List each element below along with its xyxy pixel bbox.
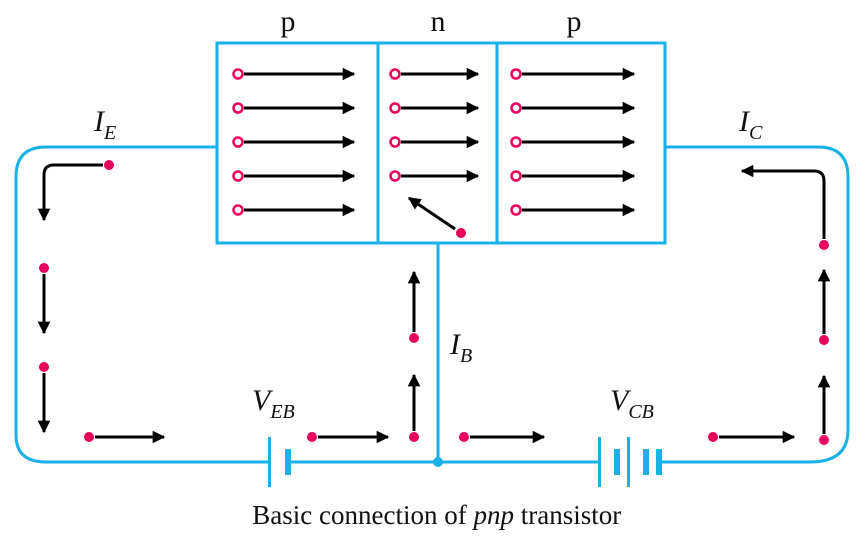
electron-dot: [708, 432, 718, 442]
base-current-symbol: I: [449, 328, 462, 361]
caption-prefix: Basic connection of: [252, 500, 473, 530]
holes-collector-region: [510, 67, 636, 217]
electron-dot: [39, 263, 49, 273]
electron-dot: [819, 435, 829, 445]
hole-open: [510, 170, 522, 182]
hole-flow-arrow: [510, 101, 636, 115]
electron-flow-arrow: [817, 268, 831, 345]
collector-current-symbol: I: [738, 105, 751, 138]
hole-flow-arrow: [232, 101, 356, 115]
hole-flow-arrow: [232, 67, 356, 81]
hole-flow-arrow: [510, 67, 636, 81]
figure-caption: Basic connection of pnp transistor: [219, 500, 642, 530]
hole-open: [510, 102, 522, 114]
electron-dot: [409, 432, 419, 442]
electron-flow-arrow: [37, 160, 114, 222]
hole-flow-arrow: [510, 169, 636, 183]
hole-open: [232, 170, 244, 182]
base-junction-dot: [433, 457, 443, 467]
electron-dot: [84, 432, 94, 442]
hole-open: [232, 204, 244, 216]
caption-suffix: transistor: [514, 500, 621, 530]
veb-label: VEB: [252, 384, 295, 423]
collector-loop-wire: [662, 145, 850, 464]
flow-arrow: [740, 164, 826, 239]
emitter-current-symbol: I: [93, 105, 106, 138]
hole-open: [232, 68, 244, 80]
vcb-label: VCB: [610, 384, 654, 423]
electron-flow-arrow: [84, 430, 166, 444]
hole-open: [389, 102, 401, 114]
caption-italic: pnp: [471, 500, 514, 530]
hole-flow-arrow: [389, 169, 480, 183]
electron-flow-arrow: [37, 362, 51, 434]
hole-open: [389, 68, 401, 80]
emitter-current-label: IE: [93, 105, 116, 144]
electron-dot: [39, 362, 49, 372]
hole-open: [510, 68, 522, 80]
transistor-body: [215, 41, 667, 245]
hole-flow-arrow: [389, 135, 480, 149]
battery-vcb-plate-1: [598, 437, 601, 487]
collector-region-label: p: [567, 5, 582, 38]
emitter-region-label: p: [281, 5, 296, 38]
battery-vcb-plate-2: [614, 449, 620, 475]
emitter-loop-wire: [14, 145, 270, 464]
hole-flow-arrow: [510, 203, 636, 217]
hole-open: [232, 102, 244, 114]
electron-flow-arrow: [817, 374, 831, 445]
electron-dot: [459, 432, 469, 442]
veb-symbol: V: [252, 384, 274, 417]
vcb-symbol: V: [610, 384, 632, 417]
electron-dot: [456, 228, 466, 238]
electron-dot: [819, 335, 829, 345]
hole-flow-arrow: [389, 101, 480, 115]
collector-current-subscript: C: [749, 122, 763, 144]
electron-flow-arrow: [459, 430, 546, 444]
hole-open: [389, 170, 401, 182]
battery-vcb: [598, 437, 662, 487]
electron-flow-arrow: [407, 270, 421, 343]
hole-open: [389, 136, 401, 148]
hole-flow-arrow: [232, 203, 356, 217]
hole-open: [510, 204, 522, 216]
hole-flow-arrow: [232, 169, 356, 183]
electron-flow-arrow: [407, 373, 421, 442]
transistor-outline: [215, 41, 667, 245]
emitter-current-subscript: E: [103, 122, 116, 144]
battery-vcb-plate-5: [656, 449, 662, 475]
hole-open: [232, 136, 244, 148]
circuit-wires: [14, 145, 850, 464]
recombination-arrow: [407, 196, 466, 238]
hole-flow-arrow: [510, 135, 636, 149]
battery-vcb-plate-4: [643, 449, 649, 475]
collector-current-label: IC: [738, 105, 763, 144]
battery-veb-short-plate: [285, 449, 291, 475]
electron-flow-arrow: [307, 430, 390, 444]
electron-dot: [409, 333, 419, 343]
battery-veb-long-plate: [268, 437, 271, 487]
base-current-label: IB: [449, 328, 472, 367]
electron-flow-external: [37, 160, 831, 445]
veb-subscript: EB: [269, 401, 294, 423]
holes-base-region: [389, 67, 480, 238]
battery-vcb-plate-3: [627, 437, 630, 487]
recombination-path: [407, 196, 456, 231]
electron-dot: [307, 432, 317, 442]
electron-dot: [104, 160, 114, 170]
hole-open: [510, 136, 522, 148]
electron-flow-arrow: [37, 263, 51, 335]
hole-flow-arrow: [389, 67, 480, 81]
battery-veb: [268, 437, 291, 487]
flow-arrow: [37, 163, 103, 222]
electron-flow-arrow: [708, 430, 796, 444]
hole-flow-arrow: [232, 135, 356, 149]
base-current-subscript: B: [460, 345, 472, 367]
vcb-subscript: CB: [628, 401, 654, 423]
electron-flow-arrow: [740, 164, 829, 250]
holes-emitter-region: [232, 67, 356, 217]
electron-dot: [819, 240, 829, 250]
base-region-label: n: [431, 5, 446, 38]
